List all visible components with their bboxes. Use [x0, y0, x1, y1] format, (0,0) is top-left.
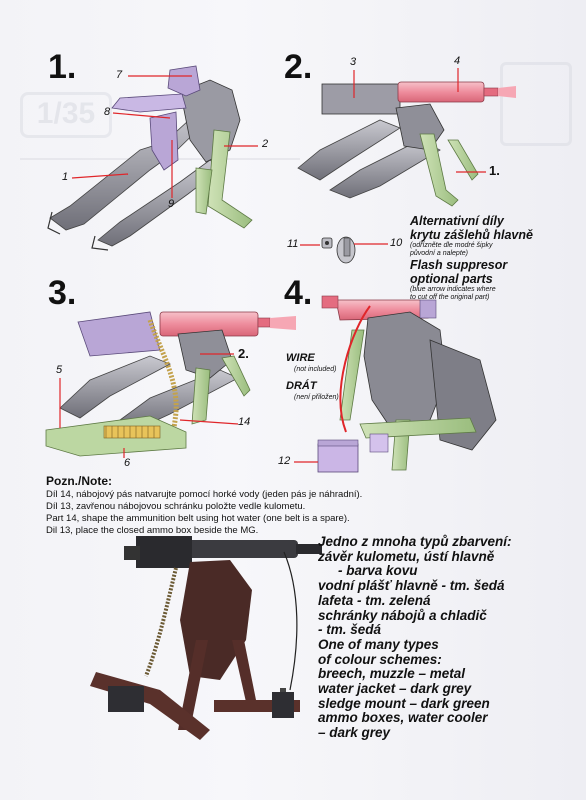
callout-10: 10 — [390, 237, 403, 249]
callout-3: 3 — [350, 56, 357, 68]
flash-suppressor-parts — [300, 236, 388, 264]
wire-note-cz: (není přiložen) — [294, 394, 339, 401]
bleed-through-box — [500, 62, 572, 146]
wire-label-cz: DRÁT — [286, 380, 317, 392]
note-heading: Pozn./Note: — [46, 474, 112, 488]
step-number-2: 2. — [284, 48, 313, 86]
step1-diagram — [47, 65, 258, 251]
alt-title-cz-1: Alternativní díly — [410, 214, 504, 228]
painted-model-photo — [90, 536, 322, 740]
step-number-3: 3. — [48, 274, 77, 312]
scheme-line: závěr kulometu, ústí hlavně — [318, 548, 495, 564]
alt-note-cz-1: (odřízněte dle modré šipky — [410, 242, 493, 249]
scheme-line: vodní plášť hlavně - tm. šedá — [318, 578, 505, 594]
scheme-line: One of many types — [318, 636, 439, 652]
bleed-through-scale: 1/35 — [20, 92, 112, 138]
callout-1: 1 — [62, 171, 69, 183]
alternative-parts-note: Alternativní díly krytu zášlehů hlavně (… — [410, 214, 580, 302]
callout-6: 6 — [124, 457, 131, 469]
note-line-2: Díl 13, zavřenou nábojovou schránku polo… — [46, 501, 306, 512]
colour-scheme: Jedno z mnoha typů zbarvení: závěr kulom… — [318, 534, 578, 741]
scheme-line: ammo boxes, water cooler — [318, 710, 488, 726]
alt-title-en-1: Flash suppresor — [410, 258, 508, 272]
scheme-line: - barva kovu — [338, 563, 418, 579]
callout-2: 2 — [262, 138, 269, 150]
step-number-4: 4. — [284, 274, 313, 312]
scheme-line: - tm. šedá — [318, 622, 382, 638]
wire-note-en: (not included) — [294, 366, 337, 373]
callout-9: 9 — [168, 198, 175, 210]
note-line-4: Dil 13, place the closed ammo box beside… — [46, 525, 259, 536]
callout-4: 4 — [454, 55, 461, 67]
step-number-1: 1. — [48, 48, 77, 86]
step3-diagram — [45, 311, 296, 458]
callout-11: 11 — [287, 238, 299, 250]
note-line-1: Díl 14, nábojový pás natvarujte pomocí h… — [46, 489, 363, 500]
scheme-line: of colour schemes: — [318, 651, 442, 667]
scheme-line: lafeta - tm. zelená — [318, 592, 431, 608]
scheme-line: schránky nábojů a chladič — [318, 607, 487, 623]
callout-7: 7 — [116, 69, 123, 81]
alt-title-en-2: optional parts — [410, 272, 493, 286]
callout-step1-ref: 1. — [489, 163, 500, 178]
callout-8: 8 — [104, 106, 111, 118]
scheme-line: – dark grey — [318, 725, 391, 741]
step4-diagram — [294, 295, 497, 473]
alt-title-cz-2: krytu zášlehů hlavně — [410, 228, 533, 242]
callout-5: 5 — [56, 364, 63, 376]
scheme-line: water jacket – dark grey — [318, 681, 472, 697]
alt-note-en-2: to cut off the original part) — [410, 294, 490, 301]
alt-note-cz-2: původní a nalepte) — [410, 250, 468, 257]
assembly-note: Pozn./Note: Díl 14, nábojový pás natvaru… — [46, 474, 446, 537]
callout-step2-ref: 2. — [238, 346, 249, 361]
callout-12: 12 — [278, 455, 291, 467]
wire-label-en: WIRE — [286, 352, 315, 364]
callout-14: 14 — [238, 416, 251, 428]
step2-diagram — [297, 68, 516, 207]
scheme-line: Jedno z mnoha typů zbarvení: — [318, 534, 512, 549]
alt-note-en-1: (blue arrow indicates where — [410, 286, 496, 293]
scheme-line: sledge mount – dark green — [318, 695, 490, 711]
note-line-3: Part 14, shape the ammunition belt using… — [46, 513, 350, 524]
scheme-line: breech, muzzle – metal — [318, 666, 466, 682]
